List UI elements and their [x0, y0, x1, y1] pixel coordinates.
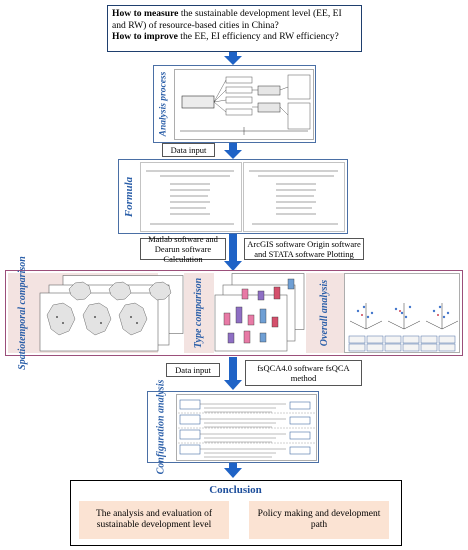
spatiotemporal-label: Spatiotemporal comparison: [17, 256, 28, 370]
flow-arrow-shaft: [229, 463, 237, 469]
spatiotemporal-section: Spatiotemporal comparison: [8, 256, 184, 370]
formula-equations: [140, 162, 345, 232]
research-question-box: How to measure the sustainable developme…: [107, 5, 362, 52]
formula-label: Formula: [123, 176, 136, 217]
comparison-row: Spatiotemporal comparison Type compariso…: [5, 256, 463, 370]
question-line2-bold: How to improve: [112, 31, 178, 42]
configuration-analysis-stage: Configuration analysis: [147, 380, 319, 474]
conclusion-box: Conclusion The analysis and evaluation o…: [70, 480, 402, 546]
question-line1-bold: How to measure: [112, 8, 179, 19]
data-input-note: Data input: [162, 143, 215, 157]
flow-arrow-head: [224, 56, 242, 65]
flow-arrow-shaft: [229, 52, 237, 58]
data-input-note: Data input: [166, 363, 220, 377]
flow-arrow-shaft: [229, 234, 237, 262]
flow-arrow-shaft: [229, 357, 237, 381]
formula-stage: Formula: [118, 159, 348, 234]
matlab-note: Matlab software and Dearun software Calc…: [140, 234, 226, 264]
overall-analysis-3d-plots: [344, 273, 460, 353]
flow-arrow-shaft: [229, 143, 237, 151]
overall-analysis-section: Overall analysis: [306, 273, 344, 353]
arcgis-note: ArcGIS software Origin software and STAT…: [244, 238, 364, 260]
conclusion-policy: Policy making and development path: [249, 501, 389, 539]
flow-arrow-head: [224, 468, 242, 478]
analysis-process-stage: Analysis process: [153, 65, 316, 143]
spatiotemporal-maps: [39, 275, 184, 352]
question-line2-text: the EE, EI efficiency and RW efficiency?: [177, 31, 339, 42]
fsqca-note: fsQCA4.0 software fsQCA method: [245, 360, 362, 386]
type-comparison-section: Type comparison: [184, 273, 214, 353]
type-comparison-boxplots: [214, 273, 305, 352]
overall-analysis-label: Overall analysis: [319, 279, 331, 347]
question-line1-text: the sustainable development level (EE, E…: [112, 8, 342, 31]
configuration-analysis-label: Configuration analysis: [155, 379, 167, 475]
flow-arrow-head: [224, 150, 242, 159]
analysis-process-label: Analysis process: [158, 71, 169, 137]
conclusion-title: Conclusion: [209, 484, 262, 496]
configuration-analysis-figure: [176, 394, 317, 461]
type-comparison-label: Type comparison: [193, 277, 204, 349]
conclusion-evaluation: The analysis and evaluation of sustainab…: [79, 501, 229, 539]
flow-arrow-head: [224, 261, 242, 271]
flow-arrow-head: [224, 380, 242, 390]
analysis-process-flowchart: [174, 69, 314, 140]
